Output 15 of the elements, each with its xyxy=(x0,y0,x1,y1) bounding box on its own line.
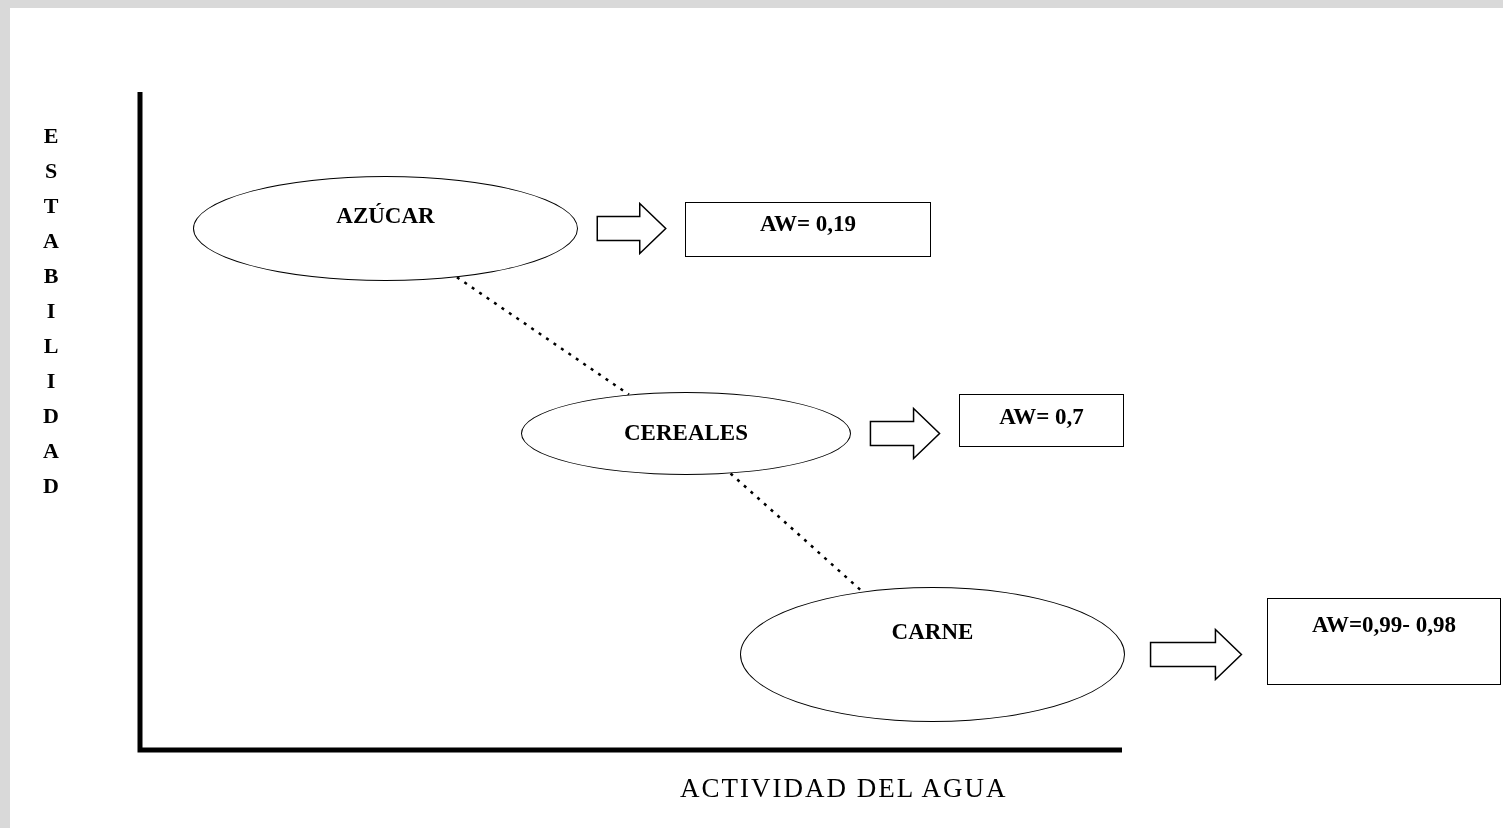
value-box xyxy=(685,202,931,257)
food-name: CARNE xyxy=(891,618,974,647)
food-name: AZÚCAR xyxy=(336,202,435,231)
y-axis-title: ESTABILIDAD xyxy=(42,122,60,500)
water-activity-value: AW=0,99- 0,98 xyxy=(1311,611,1457,640)
x-axis-title: ACTIVIDAD DEL AGUA xyxy=(680,772,1008,805)
value-box xyxy=(1267,598,1501,685)
food-name: CEREALES xyxy=(624,419,748,448)
hollow-block-arrow xyxy=(869,406,941,461)
hollow-block-arrow xyxy=(1149,627,1243,682)
water-activity-value: AW= 0,19 xyxy=(759,210,857,239)
water-activity-value: AW= 0,7 xyxy=(999,403,1084,432)
value-box xyxy=(959,394,1124,447)
hollow-block-arrow xyxy=(596,201,667,256)
dotted-connector xyxy=(456,276,630,396)
